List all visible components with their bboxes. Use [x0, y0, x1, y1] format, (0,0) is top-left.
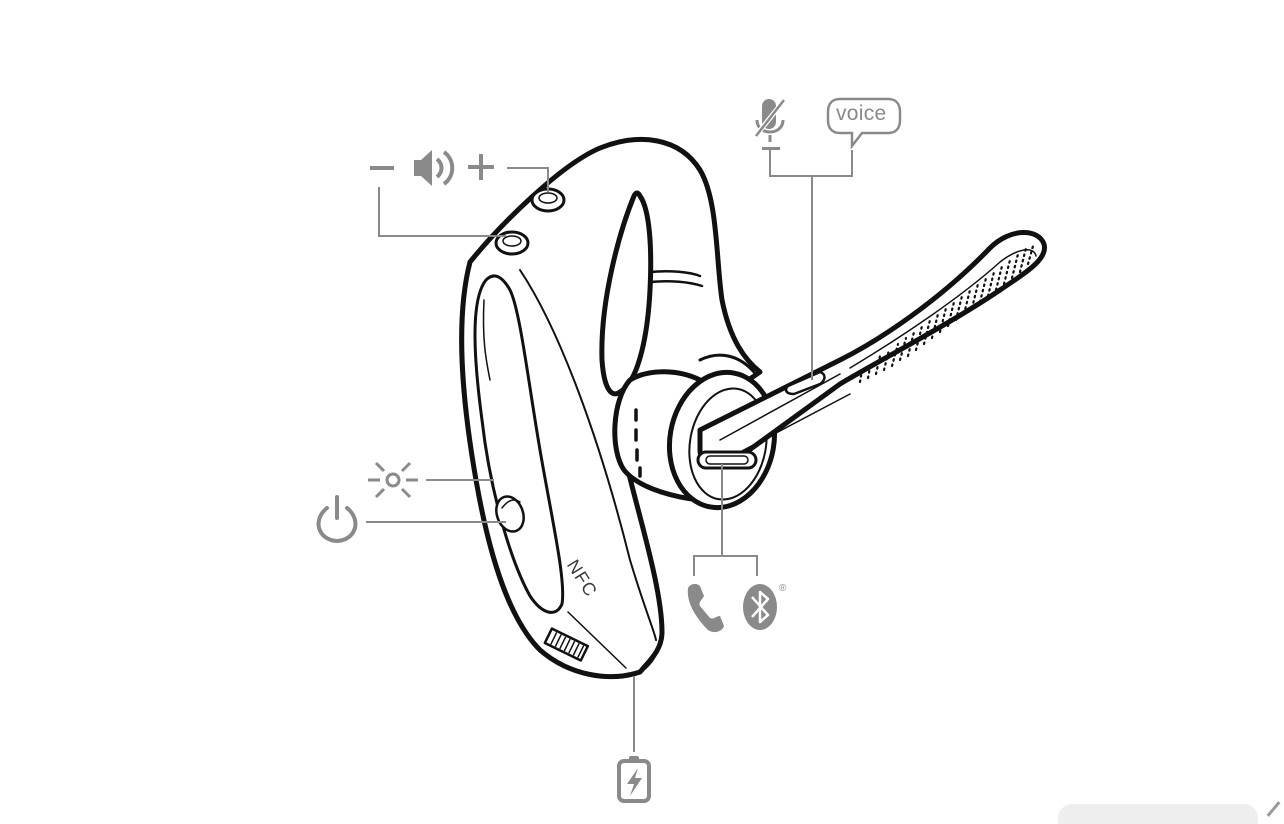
- registered-trademark: ®: [779, 583, 787, 594]
- plus-icon: [468, 154, 494, 180]
- headset-body: [459, 136, 763, 680]
- corner-panel: [1058, 804, 1258, 824]
- led-light-icon: [368, 461, 418, 499]
- microphone-boom: [696, 230, 1048, 470]
- voice-label: voice: [836, 102, 887, 125]
- callout-lines: [366, 150, 853, 752]
- speaker-icon: [414, 150, 455, 186]
- phone-icon: [687, 583, 724, 633]
- battery-charging-icon: [617, 756, 651, 803]
- microphone-grille: [858, 244, 1035, 384]
- minus-icon: [370, 166, 394, 170]
- power-icon: [316, 495, 358, 544]
- bluetooth-icon: [743, 584, 777, 630]
- voice-bubble-icon: [826, 97, 902, 150]
- mic-mute-icon: [752, 96, 788, 150]
